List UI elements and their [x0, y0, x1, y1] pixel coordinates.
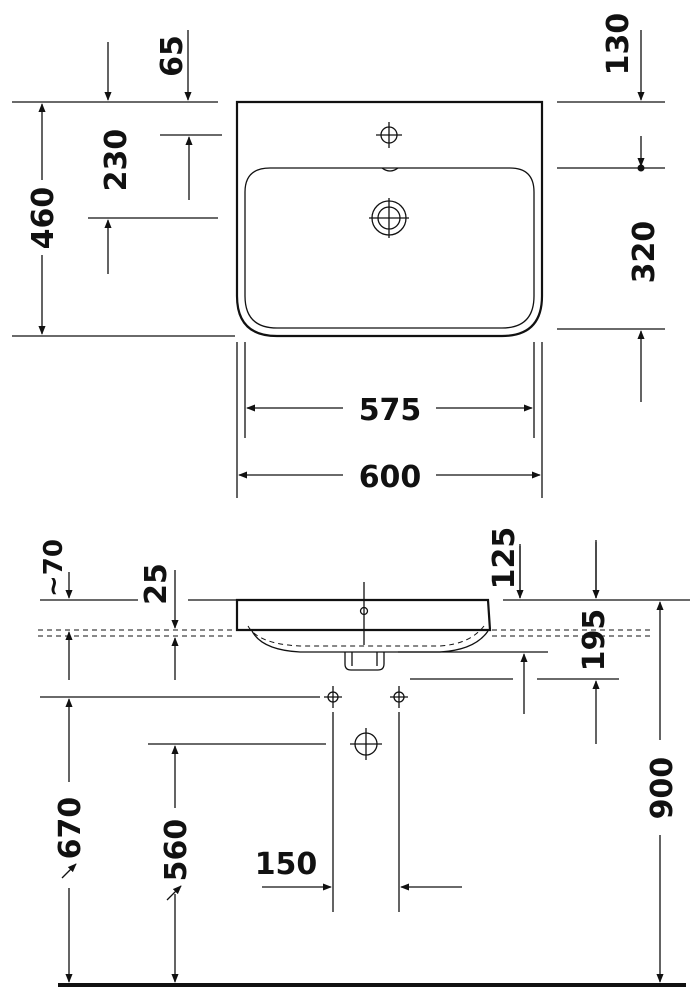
dim-65: 65 [155, 35, 190, 77]
dim-25: 25 [139, 563, 174, 605]
dim-195: 195 [577, 609, 612, 672]
basin-profile-side [235, 598, 492, 632]
dim-125: 125 [487, 527, 522, 590]
drain-side [344, 652, 385, 671]
dim-70: ~70 [39, 539, 69, 597]
dim-575: 575 [359, 393, 422, 428]
dim-320: 320 [627, 221, 662, 284]
dim-600: 600 [359, 460, 422, 495]
waste-outlet [350, 728, 382, 760]
water-connection-left [324, 686, 342, 708]
basin-bowl-top [244, 167, 535, 329]
dim-150: 150 [255, 847, 318, 882]
water-connection-right [390, 686, 408, 708]
dim-460: 460 [26, 187, 61, 250]
dim-560: 560 [159, 819, 194, 882]
side-view: ~70 25 125 195 900 670 560 150 [38, 527, 690, 987]
tap-hole-side [359, 582, 369, 645]
drain-top [369, 198, 409, 238]
dim-900: 900 [645, 757, 680, 820]
tap-hole [376, 122, 402, 148]
basin-outline-top [235, 100, 544, 338]
overflow-notch [381, 167, 399, 172]
dim-670: 670 [53, 797, 88, 860]
dim-230: 230 [99, 129, 134, 192]
dim-130: 130 [601, 13, 636, 76]
basin-bowl-side [251, 630, 489, 653]
top-view: 65 230 460 130 320 575 600 [12, 13, 665, 498]
